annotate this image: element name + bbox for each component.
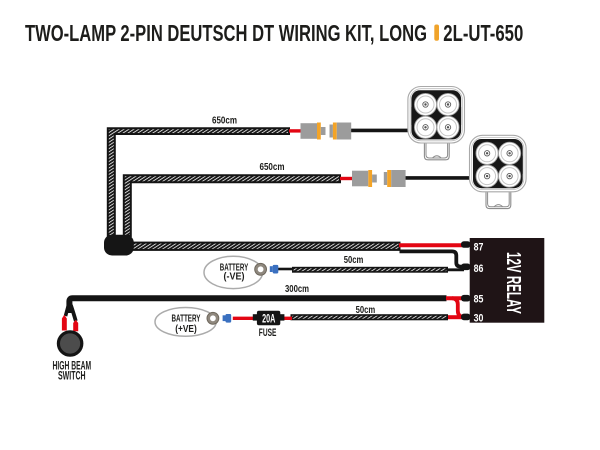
svg-text:650cm: 650cm (212, 115, 237, 126)
svg-text:85: 85 (474, 294, 484, 306)
svg-text:BATTERY: BATTERY (220, 263, 249, 274)
svg-text:HIGH BEAM: HIGH BEAM (53, 359, 92, 372)
svg-text:30: 30 (474, 312, 484, 324)
svg-text:86: 86 (474, 263, 484, 275)
svg-text:2L-UT-650: 2L-UT-650 (443, 20, 523, 46)
svg-text:TWO-LAMP 2-PIN DEUTSCH DT WIRI: TWO-LAMP 2-PIN DEUTSCH DT WIRING KIT, LO… (25, 20, 427, 46)
svg-text:(-VE): (-VE) (224, 271, 245, 282)
svg-text:650cm: 650cm (260, 162, 285, 173)
svg-text:87: 87 (474, 242, 484, 254)
svg-text:50cm: 50cm (344, 255, 364, 266)
svg-text:12V RELAY: 12V RELAY (502, 252, 524, 314)
svg-text:SWITCH: SWITCH (58, 369, 86, 382)
svg-text:20A: 20A (262, 311, 275, 325)
svg-text:300cm: 300cm (285, 284, 309, 295)
svg-text:50cm: 50cm (356, 305, 376, 316)
svg-text:FUSE: FUSE (259, 327, 277, 339)
svg-text:(+VE): (+VE) (175, 324, 197, 335)
svg-text:BATTERY: BATTERY (172, 313, 201, 324)
